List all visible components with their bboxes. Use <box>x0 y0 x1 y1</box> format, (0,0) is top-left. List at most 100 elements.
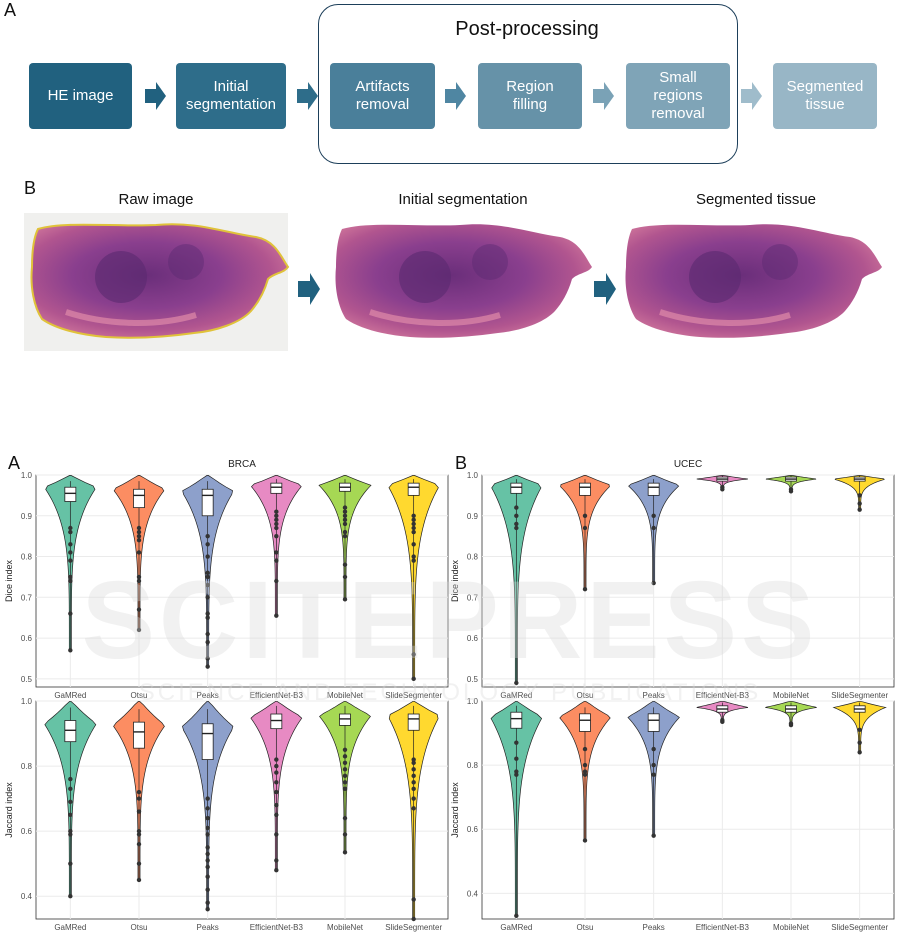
outlier-point <box>411 760 416 766</box>
outlier-point <box>205 582 210 588</box>
outlier-point <box>136 533 142 539</box>
y-tick-label: 0.6 <box>467 825 479 834</box>
box-Otsu <box>579 482 591 496</box>
outlier-point <box>411 780 416 785</box>
x-tick-label: Peaks <box>643 691 665 700</box>
outlier-point <box>411 767 416 772</box>
outlier-point <box>514 513 519 518</box>
outlier-point <box>342 517 348 523</box>
x-tick-label: SlideSegmenter <box>831 923 888 932</box>
outlier-point <box>205 611 210 616</box>
outlier-point <box>68 648 73 653</box>
x-tick-label: Peaks <box>197 923 219 932</box>
brca-panel-label: A <box>8 453 21 473</box>
plot-area <box>35 474 449 688</box>
y-tick-label: 0.4 <box>21 892 33 901</box>
outlier-point <box>411 757 416 762</box>
raw-image <box>30 223 290 339</box>
step-artifacts-removal: Artifacts removal <box>330 63 435 129</box>
outlier-point <box>136 789 142 795</box>
x-tick-label: MobileNet <box>327 691 364 700</box>
outlier-point <box>342 832 348 837</box>
box-EfficientNet-B3 <box>270 482 283 494</box>
outlier-point <box>411 558 416 563</box>
outlier-point <box>205 631 210 637</box>
outlier-point <box>857 740 862 745</box>
outlier-point <box>68 578 73 584</box>
outlier-point <box>68 832 73 837</box>
pipeline-arrow-5 <box>741 82 762 110</box>
outlier-point <box>274 780 279 785</box>
outlier-point <box>68 558 73 563</box>
outlier-point <box>411 652 416 657</box>
chart-title: UCEC <box>674 459 702 470</box>
outlier-point <box>205 554 210 559</box>
outlier-point <box>342 747 348 753</box>
box-Peaks <box>201 488 214 517</box>
images-panel-label: B <box>24 178 37 198</box>
outlier-point <box>205 639 210 645</box>
outlier-point <box>514 913 519 918</box>
box-SlideSegmenter <box>407 713 420 731</box>
outlier-point <box>582 772 588 777</box>
y-tick-label: 0.8 <box>467 761 479 770</box>
box-EfficientNet-B3 <box>270 713 283 730</box>
outlier-point <box>136 525 142 531</box>
plot-area <box>481 474 895 688</box>
outlier-point <box>274 550 279 555</box>
outlier-point <box>205 664 210 669</box>
outlier-point <box>68 525 73 531</box>
outlier-point <box>274 525 279 531</box>
outlier-point <box>205 845 210 850</box>
y-tick-label: 0.5 <box>21 675 33 684</box>
outlier-point <box>205 542 210 547</box>
step-initial-segmentation: Initial segmentation <box>176 63 286 129</box>
pipeline-arrow-4 <box>593 82 614 110</box>
outlier-point <box>342 760 348 766</box>
x-tick-label: SlideSegmenter <box>385 923 442 932</box>
outlier-point <box>514 756 519 761</box>
raw-image-title: Raw image <box>118 191 194 208</box>
outlier-point <box>651 525 656 531</box>
outlier-point <box>411 773 416 779</box>
y-tick-label: 0.5 <box>467 675 479 684</box>
x-tick-label: EfficientNet-B3 <box>696 691 750 700</box>
outlier-point <box>411 517 416 523</box>
outlier-point <box>205 615 210 620</box>
outlier-point <box>411 513 416 518</box>
outlier-point <box>68 550 73 555</box>
outlier-point <box>651 513 656 518</box>
box-GaMRed <box>64 486 77 502</box>
outlier-point <box>411 786 416 792</box>
outlier-point <box>274 533 279 539</box>
outlier-point <box>582 762 588 768</box>
box-Peaks <box>201 723 214 760</box>
x-tick-label: Otsu <box>131 923 148 932</box>
outlier-point <box>274 812 279 818</box>
segmented-tissue-image <box>625 224 882 338</box>
y-tick-label: 0.6 <box>21 634 33 643</box>
outlier-point <box>205 887 210 892</box>
outlier-point <box>342 509 348 514</box>
outlier-point <box>68 542 73 547</box>
outlier-point <box>857 501 862 506</box>
x-tick-label: GaMRed <box>54 923 86 932</box>
y-axis-label: Jaccard index <box>4 782 14 838</box>
outlier-point <box>651 580 656 586</box>
x-tick-label: MobileNet <box>773 691 810 700</box>
step-he-image: HE image <box>29 63 132 129</box>
outlier-point <box>720 485 725 490</box>
outlier-point <box>274 613 279 618</box>
outlier-point <box>205 832 210 837</box>
outlier-point <box>411 542 416 547</box>
pipeline-arrow-2 <box>297 82 318 110</box>
outlier-point <box>274 770 279 775</box>
outlier-point <box>788 487 794 492</box>
outlier-point <box>68 776 73 782</box>
outlier-point <box>68 812 73 818</box>
x-tick-label: SlideSegmenter <box>831 691 888 700</box>
plot-area <box>481 700 895 920</box>
y-axis-label: Dice index <box>4 559 14 602</box>
